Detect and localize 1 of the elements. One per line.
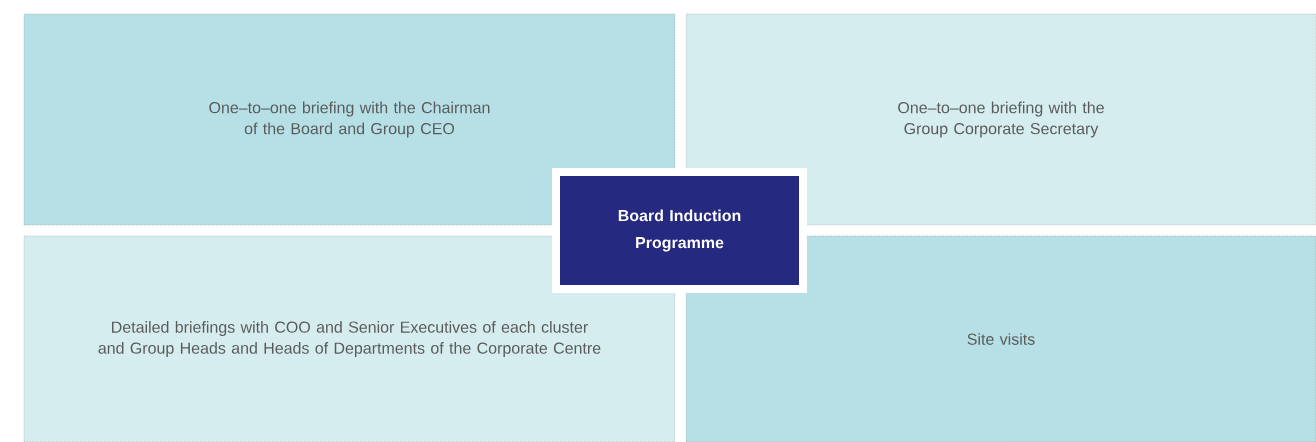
title-box: Board Induction Programme [552,168,807,293]
